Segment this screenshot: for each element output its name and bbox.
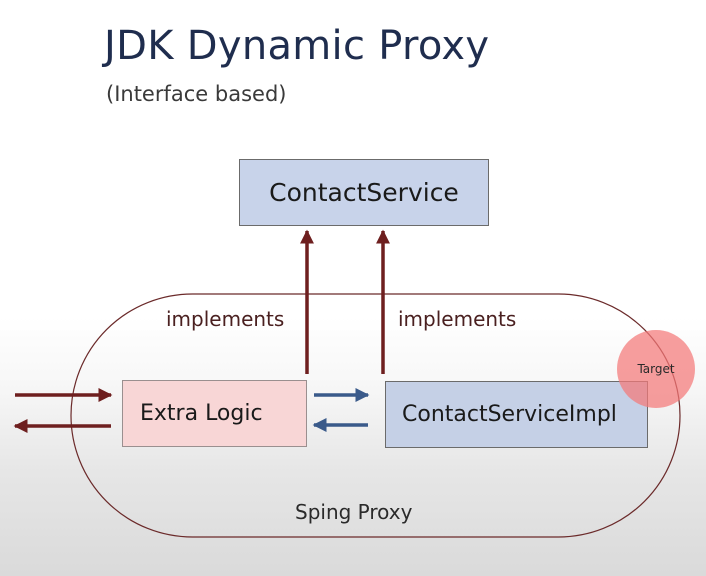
diagram-subtitle: (Interface based) [106, 82, 287, 106]
target-label: Target [637, 362, 675, 376]
extra-logic-label: Extra Logic [140, 401, 263, 426]
spring-proxy-container [70, 293, 681, 538]
right-implements-label: implements [398, 307, 517, 331]
contact-service-impl-box: ContactServiceImpl [385, 381, 648, 448]
extra-logic-box: Extra Logic [122, 380, 307, 447]
contact-service-impl-label: ContactServiceImpl [402, 402, 617, 427]
spring-proxy-label: Sping Proxy [295, 500, 413, 524]
contact-service-interface-box: ContactService [239, 159, 489, 226]
target-badge: Target [617, 330, 695, 408]
diagram-title: JDK Dynamic Proxy [104, 23, 490, 69]
left-implements-label: implements [166, 307, 285, 331]
contact-service-label: ContactService [269, 178, 459, 207]
